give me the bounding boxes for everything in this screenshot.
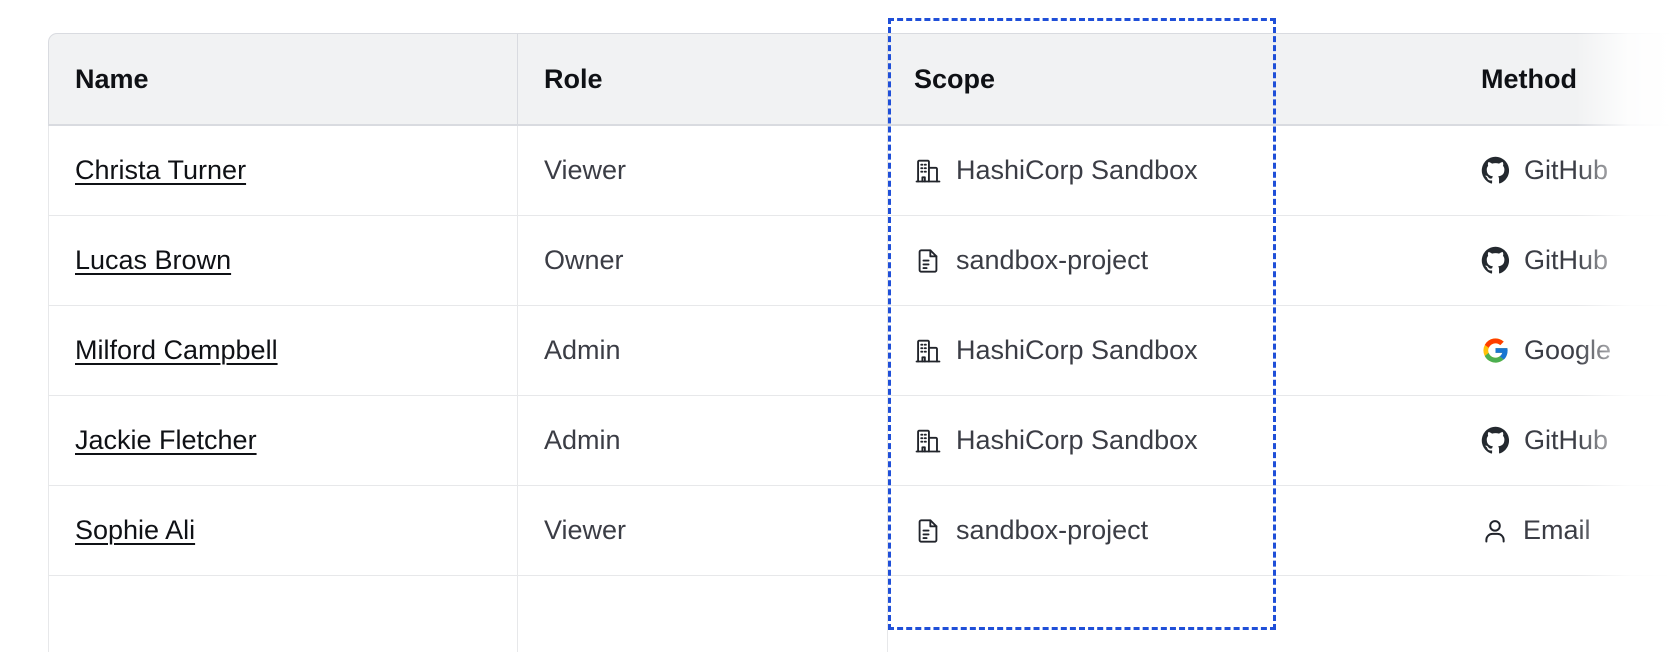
role-label: Admin	[544, 335, 621, 365]
cell-scope: sandbox-project	[888, 216, 1455, 306]
column-header-method[interactable]: Method	[1455, 33, 1672, 126]
member-name-link[interactable]: Sophie Ali	[75, 515, 196, 545]
method-label: GitHub	[1524, 245, 1609, 275]
project-document-icon	[914, 517, 942, 545]
member-name-link[interactable]: Christa Turner	[75, 155, 247, 185]
method-label: Email	[1523, 515, 1591, 545]
cell-method: Email	[1455, 486, 1672, 576]
cell-role: Admin	[518, 306, 888, 396]
table-row: Christa Turner Viewer HashiCorp Sandbox Git…	[48, 126, 1672, 216]
scope-label: HashiCorp Sandbox	[956, 425, 1198, 455]
cell-method	[1455, 576, 1672, 652]
method-label: GitHub	[1524, 155, 1609, 185]
google-icon	[1481, 336, 1510, 365]
table-row: Milford Campbell Admin HashiCorp Sandbox Go…	[48, 306, 1672, 396]
table-row: Sophie Ali Viewer sandbox-project Email	[48, 486, 1672, 576]
cell-role: Owner	[518, 216, 888, 306]
method-label: Google	[1524, 335, 1612, 365]
scope-label: sandbox-project	[956, 245, 1149, 275]
cell-role: Viewer	[518, 486, 888, 576]
column-header-role[interactable]: Role	[518, 33, 888, 126]
role-label: Admin	[544, 425, 621, 455]
cell-method: GitHub	[1455, 126, 1672, 216]
cell-scope: HashiCorp Sandbox	[888, 306, 1455, 396]
cell-name: Jackie Fletcher	[48, 396, 518, 486]
scope-label: HashiCorp Sandbox	[956, 155, 1198, 185]
role-label: Viewer	[544, 515, 627, 545]
table-row: Lucas Brown Owner sandbox-project GitHub	[48, 216, 1672, 306]
table-row-partial	[48, 576, 1672, 652]
cell-name	[48, 576, 518, 652]
cell-role	[518, 576, 888, 652]
column-header-name[interactable]: Name	[48, 33, 518, 126]
role-label: Viewer	[544, 155, 627, 185]
cell-scope	[888, 576, 1455, 652]
github-icon	[1481, 426, 1510, 455]
table-header-row: Name Role Scope Method	[48, 33, 1672, 126]
cell-scope: HashiCorp Sandbox	[888, 126, 1455, 216]
table-row: Jackie Fletcher Admin HashiCorp Sandbox Git…	[48, 396, 1672, 486]
column-header-scope[interactable]: Scope	[888, 33, 1455, 126]
project-document-icon	[914, 247, 942, 275]
cell-scope: sandbox-project	[888, 486, 1455, 576]
scope-label: HashiCorp Sandbox	[956, 335, 1198, 365]
scope-label: sandbox-project	[956, 515, 1149, 545]
user-icon	[1481, 517, 1509, 545]
cell-role: Viewer	[518, 126, 888, 216]
table-header: Name Role Scope Method	[48, 33, 1672, 126]
role-label: Owner	[544, 245, 624, 275]
member-name-link[interactable]: Milford Campbell	[75, 335, 278, 365]
method-label: GitHub	[1524, 425, 1609, 455]
cell-name: Lucas Brown	[48, 216, 518, 306]
cell-method: Google	[1455, 306, 1672, 396]
github-icon	[1481, 156, 1510, 185]
cell-name: Christa Turner	[48, 126, 518, 216]
member-name-link[interactable]: Lucas Brown	[75, 245, 232, 275]
cell-scope: HashiCorp Sandbox	[888, 396, 1455, 486]
cell-name: Sophie Ali	[48, 486, 518, 576]
organization-icon	[914, 157, 942, 185]
cell-role: Admin	[518, 396, 888, 486]
member-name-link[interactable]: Jackie Fletcher	[75, 425, 257, 455]
organization-icon	[914, 427, 942, 455]
organization-icon	[914, 337, 942, 365]
cell-method: GitHub	[1455, 396, 1672, 486]
github-icon	[1481, 246, 1510, 275]
cell-name: Milford Campbell	[48, 306, 518, 396]
cell-method: GitHub	[1455, 216, 1672, 306]
